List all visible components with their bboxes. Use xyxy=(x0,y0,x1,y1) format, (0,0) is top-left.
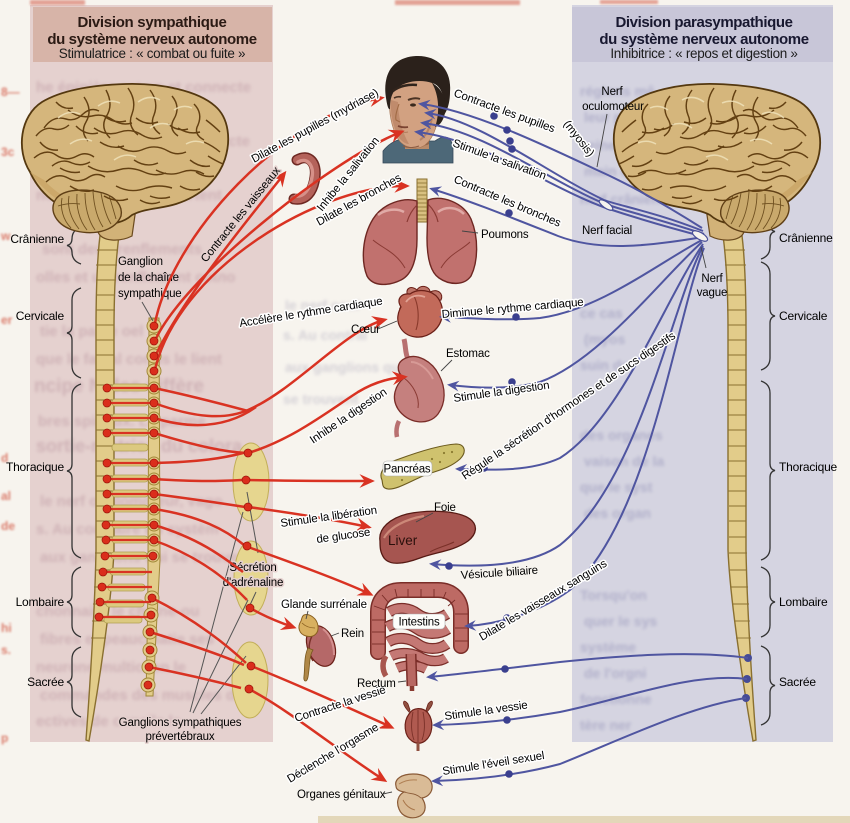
svg-text:sympathique: sympathique xyxy=(118,288,182,300)
svg-text:Ganglion: Ganglion xyxy=(118,256,163,268)
svg-text:p: p xyxy=(1,731,8,745)
svg-text:du système nerveux autonome: du système nerveux autonome xyxy=(599,31,808,48)
svg-text:Pancréas: Pancréas xyxy=(384,464,431,476)
svg-text:ce cas: ce cas xyxy=(580,305,623,321)
svg-text:8—: 8— xyxy=(1,85,20,99)
svg-text:Foie: Foie xyxy=(434,502,456,514)
svg-text:Nerf: Nerf xyxy=(601,86,623,98)
svg-text:oculomoteur: oculomoteur xyxy=(582,101,644,113)
svg-text:Division sympathique: Division sympathique xyxy=(77,14,226,31)
svg-text:système: système xyxy=(580,639,636,655)
svg-text:Intestins: Intestins xyxy=(398,617,439,629)
svg-text:d'adrénaline: d'adrénaline xyxy=(223,577,284,589)
svg-text:suin de: suin de xyxy=(580,357,629,373)
svg-text:que le syst: que le syst xyxy=(580,479,653,495)
svg-text:Stimulatrice : « combat ou fui: Stimulatrice : « combat ou fuite » xyxy=(59,46,245,61)
svg-text:du système nerveux autonome: du système nerveux autonome xyxy=(47,31,256,48)
svg-text:neurone multiclien le: neurone multiclien le xyxy=(36,659,186,676)
svg-text:vague: vague xyxy=(697,287,728,299)
svg-text:Torsqu'on: Torsqu'on xyxy=(580,587,647,603)
svg-text:tère ner: tère ner xyxy=(580,717,632,733)
svg-text:tie la pa de oel: tie la pa de oel xyxy=(40,323,143,340)
svg-text:Liver: Liver xyxy=(388,533,418,548)
svg-text:Vésicule biliaire: Vésicule biliaire xyxy=(460,565,538,582)
svg-text:de l'orgni: de l'orgni xyxy=(584,665,646,681)
svg-text:w: w xyxy=(0,229,11,243)
svg-text:Rein: Rein xyxy=(341,628,364,640)
svg-text:fibres et peaucinatie ses: fibres et peaucinatie ses xyxy=(40,631,214,648)
svg-text:Glande surrénale: Glande surrénale xyxy=(281,599,367,611)
svg-text:que le faisal conus le lient: que le faisal conus le lient xyxy=(36,351,222,368)
svg-text:de: de xyxy=(1,519,15,533)
svg-text:3c: 3c xyxy=(1,145,15,159)
svg-text:Thoracique: Thoracique xyxy=(6,460,65,474)
svg-text:Nerf: Nerf xyxy=(701,273,723,285)
svg-text:chonnaire le chaîne-ou: chonnaire le chaîne-ou xyxy=(36,603,199,620)
svg-text:Poumons: Poumons xyxy=(481,229,529,241)
svg-text:des organes: des organes xyxy=(580,427,663,443)
svg-text:régions mê: régions mê xyxy=(580,83,655,99)
svg-text:Nerf facial: Nerf facial xyxy=(582,225,632,237)
svg-text:Ganglions sympathiques: Ganglions sympathiques xyxy=(119,717,242,729)
svg-text:Organes génitaux: Organes génitaux xyxy=(297,789,386,801)
svg-text:prévertébraux: prévertébraux xyxy=(145,731,214,743)
svg-text:commandes des muscles de: commandes des muscles de xyxy=(40,687,243,704)
svg-text:ectives de concile le: ectives de concile le xyxy=(36,713,181,730)
svg-text:sont deux renflements: sont deux renflements xyxy=(42,241,202,258)
svg-text:Crânienne: Crânienne xyxy=(779,231,833,245)
svg-text:Lombaire: Lombaire xyxy=(16,595,65,609)
svg-text:olles et un renflement colло: olles et un renflement colло xyxy=(36,269,235,286)
svg-text:Division parasympathique: Division parasympathique xyxy=(615,14,792,31)
svg-text:Cervicale: Cervicale xyxy=(16,309,65,323)
svg-text:hi: hi xyxy=(1,621,12,635)
svg-text:des organ: des organ xyxy=(584,505,651,521)
svg-text:aux ganglions qui: aux ganglions qui xyxy=(285,359,404,375)
svg-text:er: er xyxy=(1,313,13,327)
svg-text:Cœur: Cœur xyxy=(351,324,380,336)
svg-text:quer le sys: quer le sys xyxy=(584,613,657,629)
svg-text:Lombaire: Lombaire xyxy=(779,595,828,609)
svg-text:bres spinaux. Le parme: bres spinaux. Le parme xyxy=(38,413,206,430)
svg-text:Cervicale: Cervicale xyxy=(779,309,828,323)
svg-text:de la chaîne: de la chaîne xyxy=(118,272,179,284)
svg-text:Sacrée: Sacrée xyxy=(27,675,64,689)
svg-text:Thoracique: Thoracique xyxy=(779,460,838,474)
svg-text:s. Au contraire du systèm: s. Au contraire du systèm xyxy=(36,521,219,538)
svg-text:Crânienne: Crânienne xyxy=(10,232,64,246)
svg-text:al: al xyxy=(1,489,11,503)
svg-text:Estomac: Estomac xyxy=(446,348,490,360)
svg-text:s.: s. xyxy=(1,643,11,657)
svg-text:Rectum: Rectum xyxy=(357,678,396,690)
svg-text:Inhibitrice : « repos et diges: Inhibitrice : « repos et digestion » xyxy=(610,46,797,61)
svg-text:Sacrée: Sacrée xyxy=(779,675,816,689)
svg-text:le nerf ocul: le nerf ocul xyxy=(285,297,360,313)
svg-text:d: d xyxy=(1,451,8,465)
